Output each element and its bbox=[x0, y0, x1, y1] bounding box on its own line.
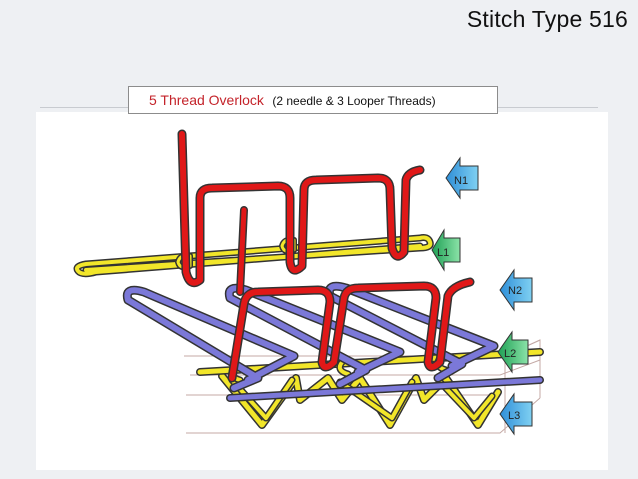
label-l1: L1 bbox=[437, 247, 449, 259]
arrow-l2: L2 bbox=[497, 330, 529, 374]
fabric-line bbox=[190, 359, 541, 376]
diagram-caption: 5 Thread Overlock (2 needle & 3 Looper T… bbox=[128, 86, 498, 114]
slide-title: Stitch Type 516 bbox=[466, 6, 628, 32]
arrow-l1: L1 bbox=[431, 228, 461, 272]
thread-lower-looper-loops bbox=[122, 281, 499, 393]
label-l2: L2 bbox=[504, 348, 516, 360]
thread-n1-needle bbox=[177, 129, 425, 296]
arrow-l3: L3 bbox=[499, 392, 533, 436]
arrow-n1: N1 bbox=[445, 156, 479, 200]
label-l3: L3 bbox=[508, 410, 520, 422]
label-n1: N1 bbox=[454, 175, 468, 187]
caption-sub: (2 needle & 3 Looper Threads) bbox=[272, 94, 436, 108]
label-n2: N2 bbox=[508, 285, 522, 297]
thread-n2-needle bbox=[227, 277, 475, 383]
thread-l1-upper-looper bbox=[73, 234, 434, 278]
thread-lower-chain bbox=[226, 376, 544, 402]
arrow-n2: N2 bbox=[499, 268, 533, 312]
caption-main: 5 Thread Overlock bbox=[149, 92, 264, 108]
